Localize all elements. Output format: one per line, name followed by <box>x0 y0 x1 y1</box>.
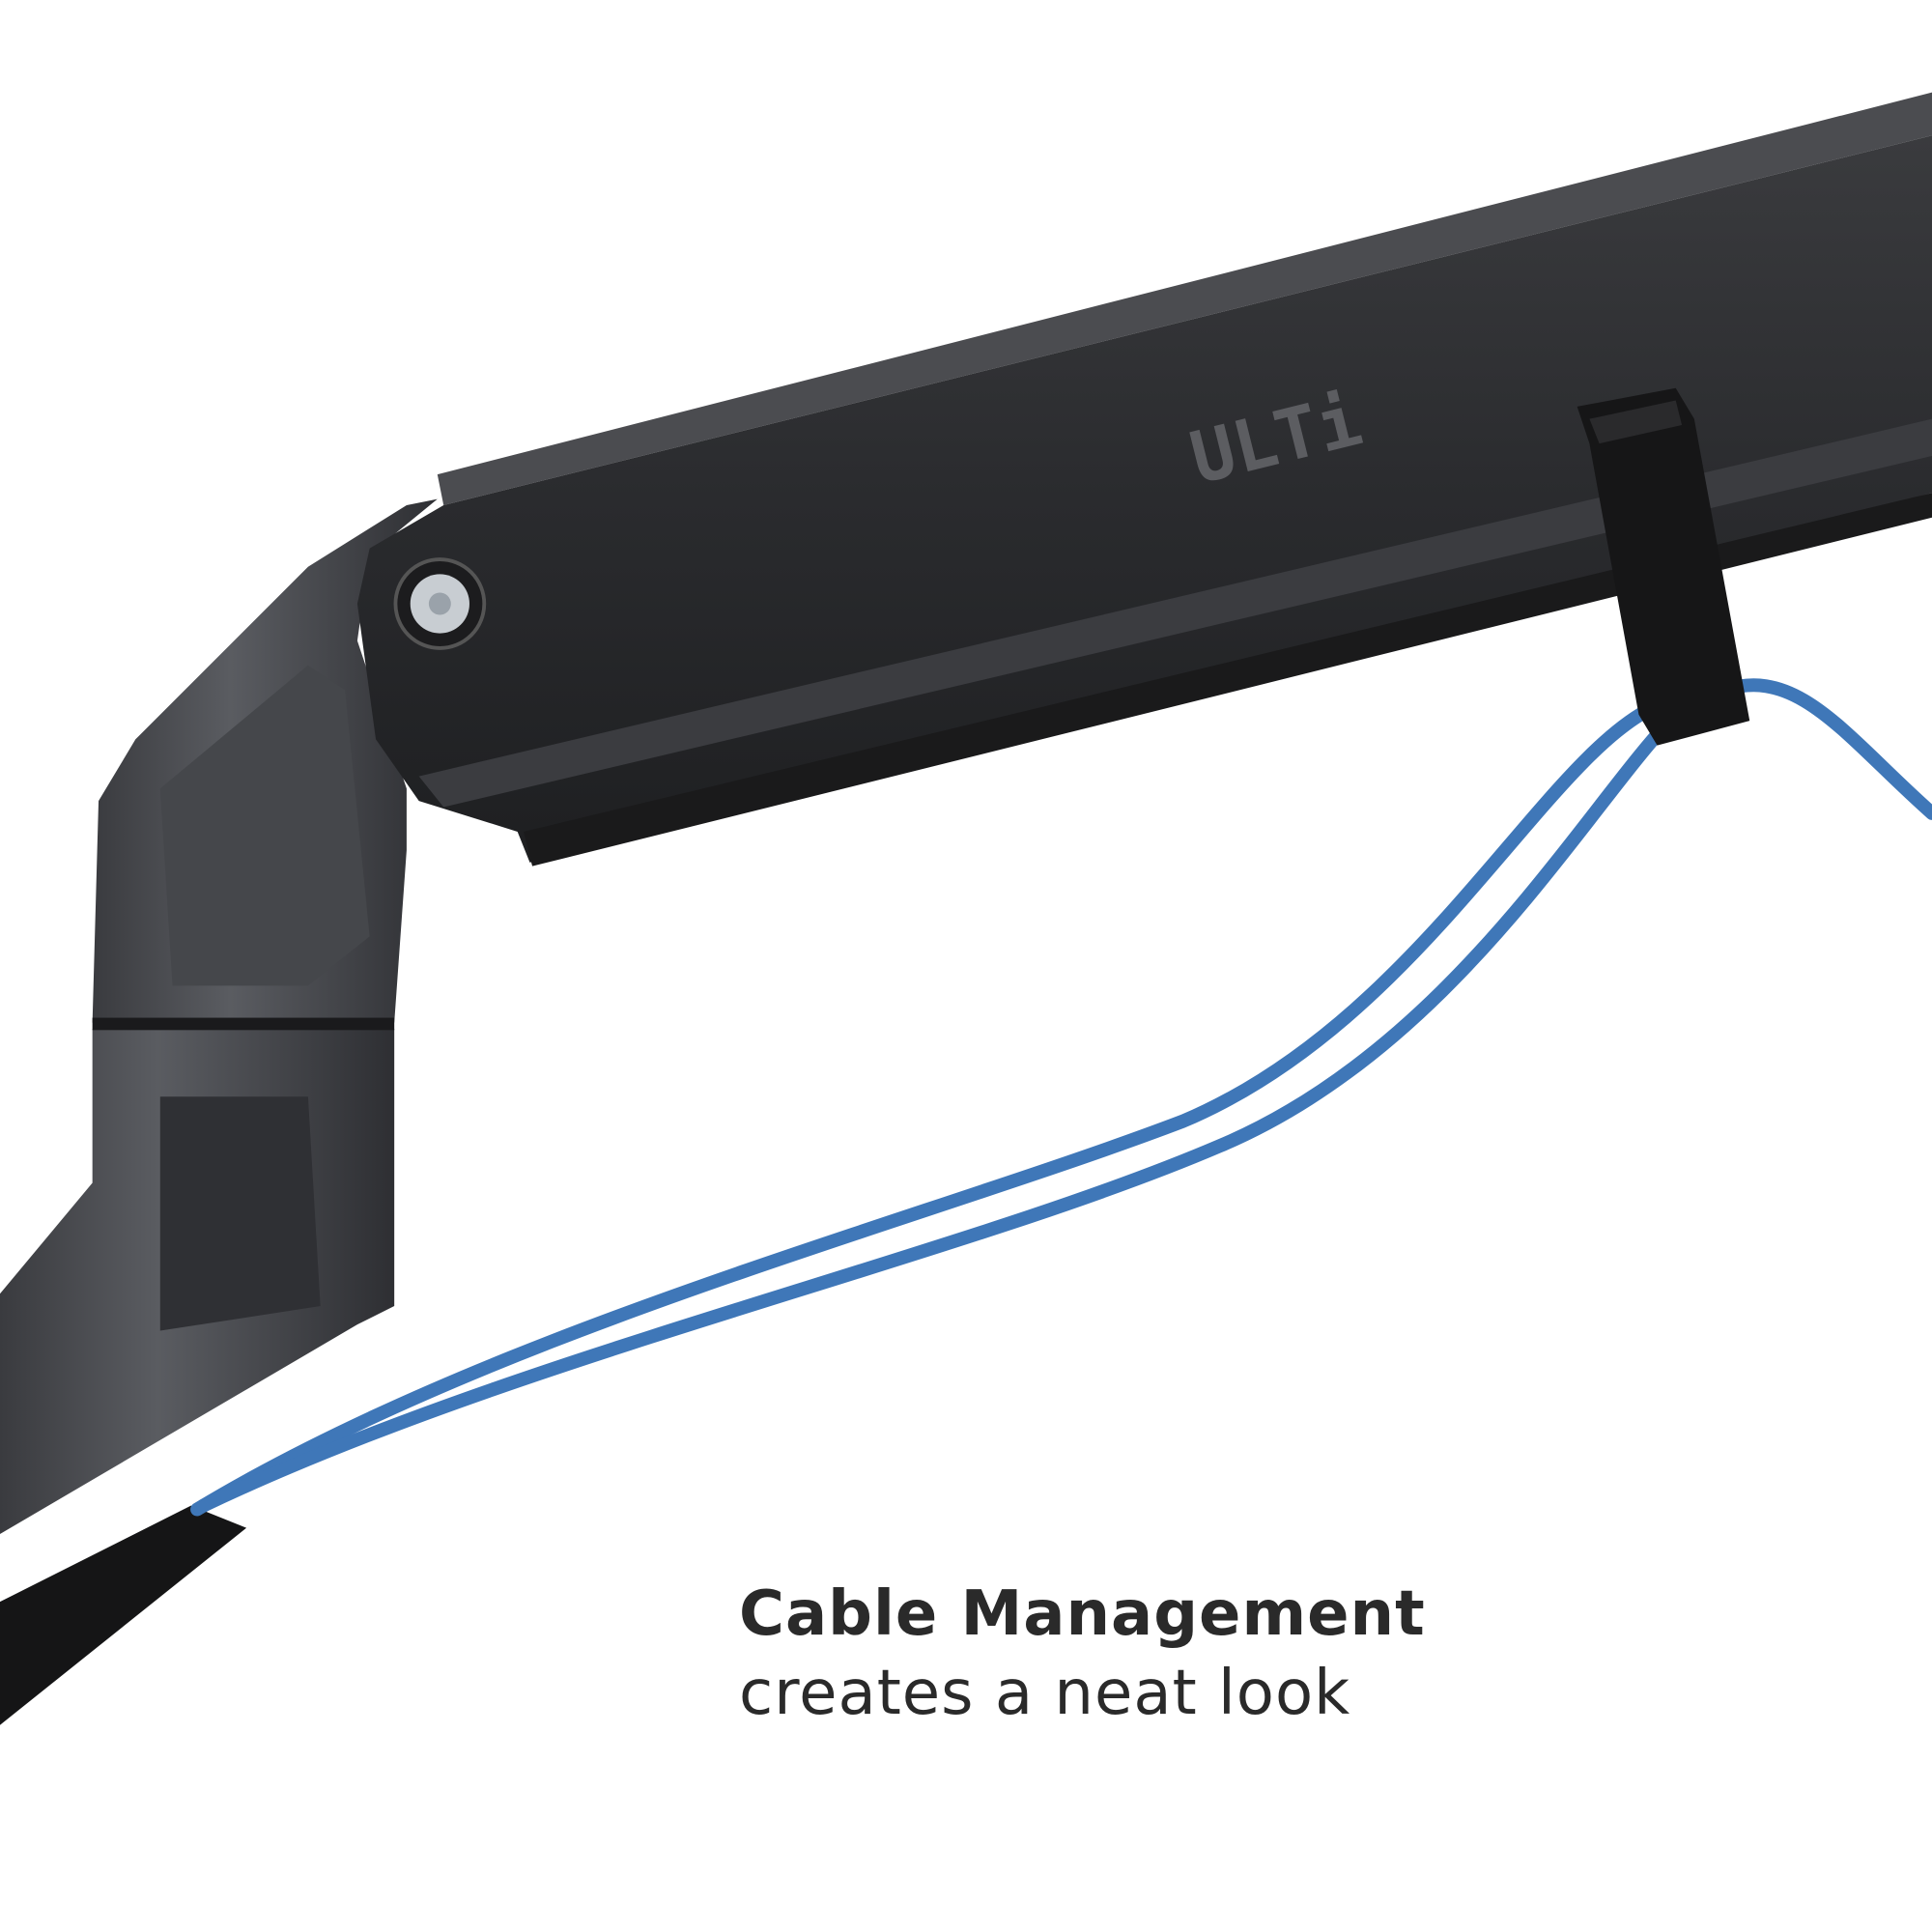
cable-clip <box>1577 387 1750 746</box>
caption-title: Cable Management <box>739 1578 1426 1650</box>
caption-subtitle: creates a neat look <box>739 1658 1351 1729</box>
caption: Cable Management creates a neat look <box>739 1575 1426 1733</box>
cables <box>190 678 1932 1517</box>
screw-icon <box>393 557 487 650</box>
elbow-joint <box>92 498 438 1031</box>
lower-arm <box>0 1029 395 1725</box>
upper-arm <box>356 92 1932 867</box>
